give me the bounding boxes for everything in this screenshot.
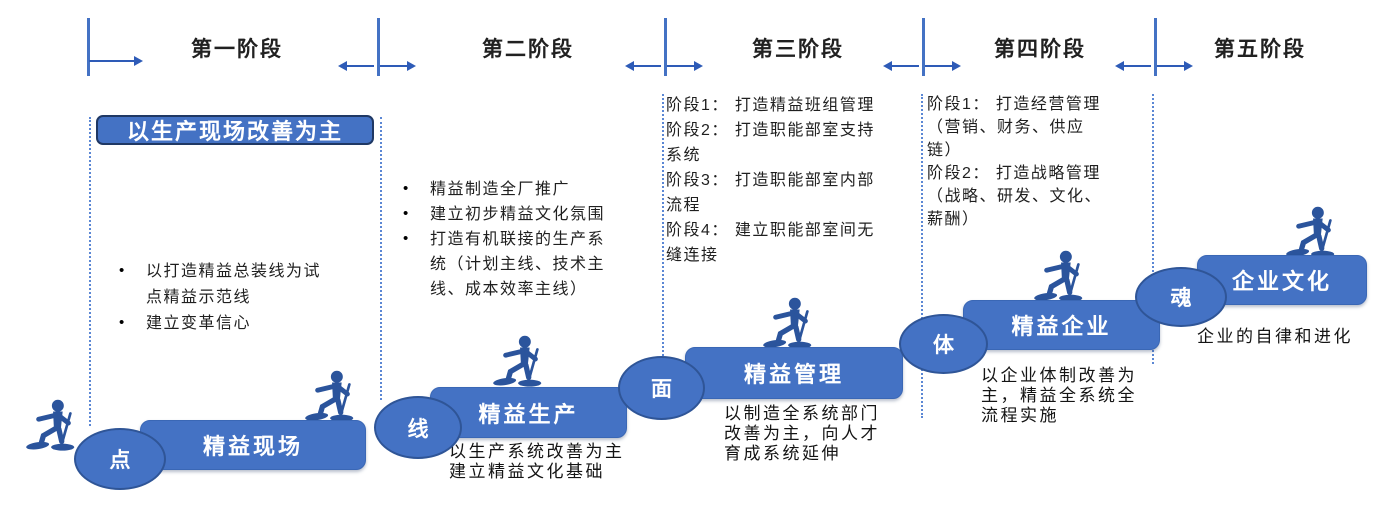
step4-circle: 体 [899, 314, 988, 374]
stage1-bullet-list: • 以打造精益总装线为试点精益示范线 • 建立变革信心 [113, 259, 335, 337]
stage2-bullet-list: • 精益制造全厂推广 • 建立初步精益文化氛围 • 打造有机联接的生产系统（计划… [397, 177, 619, 302]
bullet-text: 建立变革信心 [146, 315, 252, 332]
skier-icon [303, 370, 363, 422]
skier-icon [761, 297, 821, 349]
skier-icon [1032, 250, 1092, 302]
skier-icon [1284, 206, 1344, 258]
desc-line: 以生产系统改善为主 [449, 442, 625, 461]
list-item: • 建立变革信心 [113, 311, 335, 337]
desc-line: 建立精益文化基础 [449, 462, 605, 481]
bullet-icon: • [119, 314, 126, 331]
stage-label-5: 第五阶段 [1214, 38, 1306, 61]
dashed-separator [89, 117, 91, 426]
step2-bar: 精益生产 [430, 387, 627, 438]
bullet-icon: • [403, 205, 410, 222]
stage-label-1: 第一阶段 [191, 38, 283, 61]
arrow-right-icon [89, 56, 143, 66]
arrow-left-icon [883, 61, 919, 71]
step1-bar: 精益现场 [140, 420, 366, 470]
list-item: • 建立初步精益文化氛围 [397, 202, 619, 227]
stage-divider-3 [664, 18, 667, 76]
phase-item: 阶段3： 打造职能部室内部流程 [666, 172, 875, 214]
step2-circle: 线 [374, 396, 462, 459]
phase-item: 阶段2： 打造职能部室支持系统 [666, 122, 875, 164]
arrow-right-icon [667, 61, 703, 71]
step1-circle: 点 [74, 428, 166, 490]
step5-circle: 魂 [1135, 267, 1227, 327]
phase-item: 阶段2： 打造战略管理（战略、研发、文化、薪酬） [927, 165, 1103, 228]
arrow-right-icon [380, 61, 416, 71]
stage-divider-1 [87, 18, 90, 76]
list-item: • 以打造精益总装线为试点精益示范线 [113, 259, 335, 311]
dashed-separator [662, 94, 664, 356]
arrow-left-icon [338, 61, 374, 71]
dashed-separator [380, 117, 382, 400]
step2-description: 以生产系统改善为主 建立精益文化基础 [449, 442, 659, 482]
step3-bar: 精益管理 [685, 347, 903, 399]
stage4-phase-list: 阶段1： 打造经营管理（营销、财务、供应链） 阶段2： 打造战略管理（战略、研发… [927, 93, 1111, 231]
step5-description: 企业的自律和进化 [1197, 327, 1353, 346]
arrow-right-icon [1157, 61, 1193, 71]
skier-icon [491, 335, 551, 387]
arrow-right-icon [925, 61, 961, 71]
skier-icon [24, 399, 84, 451]
arrow-left-icon [625, 61, 661, 71]
step3-description: 以制造全系统部门改善为主，向人才育成系统延伸 [724, 404, 880, 463]
stage-label-3: 第三阶段 [752, 38, 844, 61]
bullet-text: 以打造精益总装线为试点精益示范线 [146, 263, 322, 306]
step4-bar: 精益企业 [963, 300, 1160, 350]
step4-description: 以企业体制改善为主，精益全系统全流程实施 [981, 366, 1137, 425]
stage-divider-4 [922, 18, 925, 76]
phase-item: 阶段1： 打造精益班组管理 [666, 97, 875, 114]
bullet-text: 建立初步精益文化氛围 [430, 206, 606, 223]
bullet-icon: • [403, 180, 410, 197]
stage-divider-2 [377, 18, 380, 76]
stage-label-4: 第四阶段 [994, 38, 1086, 61]
list-item: • 打造有机联接的生产系统（计划主线、技术主线、成本效率主线） [397, 227, 619, 302]
bullet-icon: • [119, 262, 126, 279]
stage1-banner: 以生产现场改善为主 [96, 115, 374, 145]
phase-item: 阶段1： 打造经营管理（营销、财务、供应链） [927, 96, 1101, 159]
stage-divider-5 [1154, 18, 1157, 76]
bullet-text: 精益制造全厂推广 [430, 181, 571, 198]
bullet-icon: • [403, 230, 410, 247]
stage-label-2: 第二阶段 [482, 38, 574, 61]
arrow-left-icon [1115, 61, 1151, 71]
bullet-text: 打造有机联接的生产系统（计划主线、技术主线、成本效率主线） [430, 231, 606, 298]
stage3-phase-list: 阶段1： 打造精益班组管理 阶段2： 打造职能部室支持系统 阶段3： 打造职能部… [666, 93, 883, 268]
dashed-separator [921, 94, 923, 418]
list-item: • 精益制造全厂推广 [397, 177, 619, 202]
phase-item: 阶段4： 建立职能部室间无缝连接 [666, 222, 875, 264]
dashed-separator [1152, 94, 1154, 364]
step3-circle: 面 [618, 356, 705, 420]
